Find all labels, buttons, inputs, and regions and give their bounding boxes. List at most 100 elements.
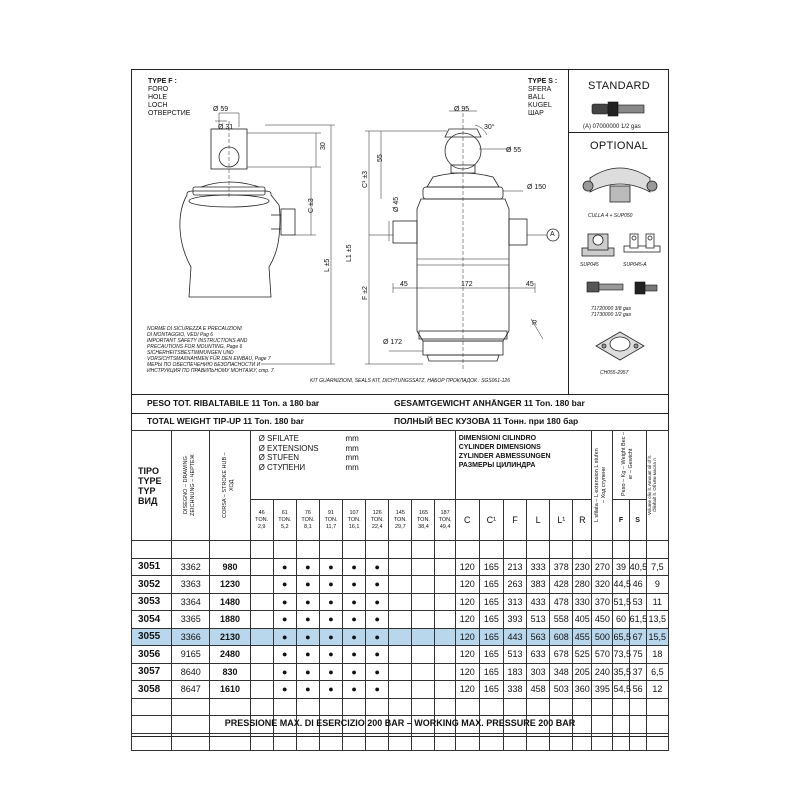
weight-col-F: F <box>612 499 630 541</box>
stage-cell: ● <box>272 610 297 629</box>
stage-cell <box>249 662 274 681</box>
stage-cell: ● <box>295 662 320 681</box>
divider <box>131 413 669 414</box>
stroke-cell: 1230 <box>209 575 251 594</box>
weight-col-S: S <box>628 499 647 541</box>
drawing-cell: 3362 <box>171 557 211 576</box>
stage-cell: ● <box>318 610 344 629</box>
blank-cell <box>411 697 436 716</box>
stage-cell <box>411 680 436 699</box>
stage-cell <box>388 662 413 681</box>
blank-cell <box>478 732 504 751</box>
dim-d172: Ø 172 <box>383 339 403 346</box>
c1-cell: 165 <box>478 592 504 611</box>
drawing-cell: 3366 <box>171 627 211 646</box>
stage-cell: ● <box>295 592 320 611</box>
l1-cell: 478 <box>549 592 574 611</box>
r-cell: 525 <box>572 645 593 664</box>
blank-cell <box>318 540 344 559</box>
weight-ru: ПОЛНЫЙ ВЕС КУЗОВА 11 Тонн. при 180 бар <box>394 416 579 426</box>
wf-cell: 51,5 <box>612 592 631 611</box>
stage-cell <box>411 575 436 594</box>
stage-cell <box>249 645 274 664</box>
accessories-panel <box>569 69 669 395</box>
stage-cell: ● <box>342 680 367 699</box>
blank-cell <box>411 540 436 559</box>
blank-cell <box>171 732 211 751</box>
sup045-label: SUP045 <box>580 262 599 268</box>
l1-cell: 608 <box>549 627 574 646</box>
stage-cell: ● <box>295 645 320 664</box>
blank-cell <box>318 697 344 716</box>
blank-cell <box>645 732 670 751</box>
table-row-blank <box>130 697 670 716</box>
table-row-blank <box>130 540 670 559</box>
seals-kit-note: KIT GUARNIZIONI, SEALS KIT, DICHTUNGSSAT… <box>310 378 510 384</box>
stage-cell: ● <box>342 557 367 576</box>
l-cell: 633 <box>526 645 551 664</box>
stage-cell <box>249 592 274 611</box>
wf-cell: 54,5 <box>612 680 631 699</box>
stage-cell: ● <box>365 627 390 646</box>
stage-cell: ● <box>318 662 344 681</box>
ws-cell: 53 <box>628 592 647 611</box>
blank-cell <box>434 540 456 559</box>
c1-cell: 165 <box>478 680 504 699</box>
l1-cell: 378 <box>549 557 574 576</box>
table-row-blank <box>130 732 670 751</box>
vol-cell: 12 <box>645 680 670 699</box>
blank-cell <box>526 697 551 716</box>
blank-cell <box>209 540 251 559</box>
stage-cell: ● <box>272 592 297 611</box>
stage-cell: ● <box>318 627 344 646</box>
r-cell: 360 <box>572 680 593 699</box>
dim-30: 30 <box>320 142 327 150</box>
sup045a-icon <box>623 233 661 253</box>
dim-a: A <box>550 231 555 238</box>
blank-cell <box>502 540 528 559</box>
blank-cell <box>365 540 390 559</box>
ext-cell: 240 <box>591 662 614 681</box>
l1-cell: 503 <box>549 680 574 699</box>
blank-cell <box>645 697 670 716</box>
r-cell: 205 <box>572 662 593 681</box>
blank-cell <box>591 540 614 559</box>
l1-cell: 428 <box>549 575 574 594</box>
stage-cell: ● <box>365 557 390 576</box>
bracket-icon <box>595 331 645 361</box>
blank-cell <box>478 697 504 716</box>
l-cell: 458 <box>526 680 551 699</box>
stage-cell <box>388 557 413 576</box>
l-cell: 563 <box>526 627 551 646</box>
ext-cell: 395 <box>591 680 614 699</box>
cylinder-drawing <box>179 110 560 369</box>
ws-cell: 56 <box>628 680 647 699</box>
c-cell: 120 <box>454 662 480 681</box>
c1-cell: 165 <box>478 610 504 629</box>
blank-cell <box>388 540 413 559</box>
wf-cell: 39 <box>612 557 630 576</box>
ws-cell: 46 <box>628 575 647 594</box>
stage-cell: ● <box>365 662 390 681</box>
blank-cell <box>249 540 274 559</box>
dim-c1: C¹ ±3 <box>362 170 369 188</box>
stage-cell <box>411 627 436 646</box>
f-cell: 393 <box>502 610 528 629</box>
stage-cell: ● <box>272 557 297 576</box>
stage-cell: ● <box>318 557 344 576</box>
blank-cell <box>388 697 413 716</box>
blank-cell <box>411 732 436 751</box>
type-f-label: TYPE F : FORO HOLE LOCH ОТВЕРСТИЕ <box>148 78 191 117</box>
